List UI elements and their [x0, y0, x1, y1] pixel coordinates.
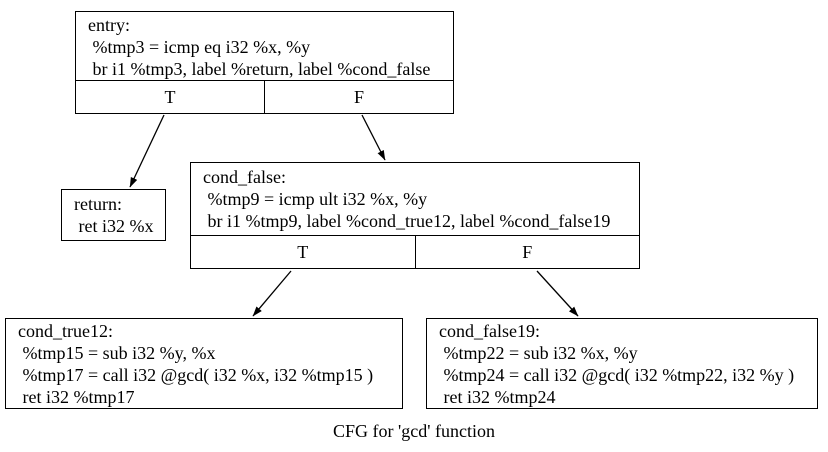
ir-instruction: %tmp17 = call i32 @gcd( i32 %x, i32 %tmp… — [18, 365, 374, 385]
ir-instruction: ret i32 %x — [74, 216, 154, 236]
cfg-node-cond_false: cond_false: %tmp9 = icmp ult i32 %x, %y … — [190, 162, 640, 269]
cfg-node-entry: entry: %tmp3 = icmp eq i32 %x, %y br i1 … — [75, 11, 454, 114]
cfg-node-return: return: ret i32 %x — [61, 189, 166, 241]
branch-ports: T F — [191, 235, 639, 268]
ir-instruction: ret i32 %tmp24 — [439, 387, 556, 407]
port-false: F — [264, 81, 453, 113]
edge-cond_false-false-cond_false19 — [536, 270, 579, 317]
cfg-node-cond_true12: cond_true12: %tmp15 = sub i32 %y, %x %tm… — [5, 318, 403, 409]
block-label: cond_false: — [203, 167, 286, 187]
port-true: T — [297, 242, 309, 262]
branch-ports: T F — [76, 80, 453, 113]
edge-entry-false-cond_false — [361, 114, 386, 161]
node-body: cond_false: %tmp9 = icmp ult i32 %x, %y … — [191, 163, 639, 235]
block-label: cond_false19: — [439, 321, 540, 341]
block-label: return: — [74, 194, 122, 214]
cfg-node-cond_false19: cond_false19: %tmp22 = sub i32 %x, %y %t… — [426, 318, 818, 409]
edge-cond_false-true-cond_true12 — [252, 270, 292, 317]
node-body: return: ret i32 %x — [62, 190, 165, 240]
port-false: F — [414, 236, 640, 268]
ir-instruction: %tmp22 = sub i32 %x, %y — [439, 343, 638, 363]
ir-instruction: %tmp15 = sub i32 %y, %x — [18, 343, 216, 363]
node-body: cond_false19: %tmp22 = sub i32 %x, %y %t… — [427, 319, 817, 408]
edge-entry-true-return — [129, 114, 165, 188]
node-body: cond_true12: %tmp15 = sub i32 %y, %x %tm… — [6, 319, 402, 408]
ir-instruction: %tmp9 = icmp ult i32 %x, %y — [203, 189, 428, 209]
block-label: cond_true12: — [18, 321, 113, 341]
ir-instruction: ret i32 %tmp17 — [18, 387, 135, 407]
ir-instruction: br i1 %tmp9, label %cond_true12, label %… — [203, 211, 611, 231]
ir-instruction: %tmp3 = icmp eq i32 %x, %y — [88, 37, 311, 57]
port-true: T — [164, 87, 176, 107]
ir-instruction: br i1 %tmp3, label %return, label %cond_… — [88, 59, 431, 79]
node-body: entry: %tmp3 = icmp eq i32 %x, %y br i1 … — [76, 12, 453, 80]
ir-instruction: %tmp24 = call i32 @gcd( i32 %tmp22, i32 … — [439, 365, 795, 385]
block-label: entry: — [88, 15, 130, 35]
graph-caption: CFG for 'gcd' function — [333, 421, 495, 441]
